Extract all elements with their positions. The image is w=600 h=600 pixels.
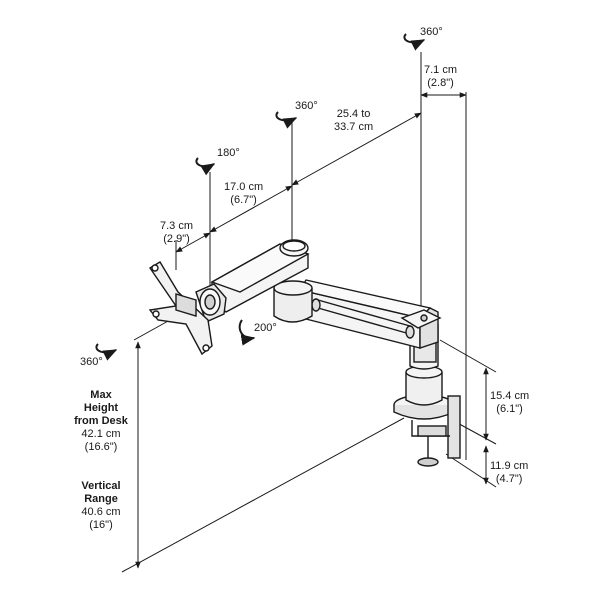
plate-rotation-icon xyxy=(95,343,118,361)
monitor-arm-illustration xyxy=(148,239,461,467)
vesa-plate xyxy=(148,261,213,356)
post-offset-label: 7.1 cm (2.8") xyxy=(424,64,458,89)
forearm-dimension xyxy=(209,185,293,233)
clamp-range-label: 11.9 cm (4.7") xyxy=(490,460,529,485)
plate-rotation-label: 360° xyxy=(80,356,103,368)
upper-arm-rotation-icon xyxy=(275,111,298,129)
head-tilt-rotation-icon xyxy=(195,157,216,176)
top-post-rotation-label: 360° xyxy=(420,26,443,38)
tilt-head xyxy=(195,283,227,323)
post-height-label: 15.4 cm (6.1") xyxy=(490,390,530,415)
desk-clamp xyxy=(393,394,461,467)
upper-arm-dimension xyxy=(291,112,422,186)
head-label: 7.3 cm (2.9") xyxy=(160,220,194,245)
upper-arm-reach-label: 25.4 to 33.7 cm xyxy=(334,108,374,133)
pivot-rotation-icon xyxy=(238,319,256,346)
pivot-rotation-label: 200° xyxy=(254,322,277,334)
forearm xyxy=(210,239,310,313)
elbow-joint xyxy=(273,280,313,323)
forearm-label: 17.0 cm (6.7") xyxy=(224,181,264,206)
max-height-label: Max Height from Desk 42.1 cm (16.6") xyxy=(74,389,128,453)
head-dimension xyxy=(175,232,211,253)
head-tilt-rotation-label: 180° xyxy=(217,147,240,159)
top-post-rotation-icon xyxy=(403,33,426,51)
vertical-range-label: Vertical Range 40.6 cm (16") xyxy=(81,480,121,531)
upper-arm xyxy=(298,279,442,349)
upper-arm-rotation-label: 360° xyxy=(295,100,318,112)
